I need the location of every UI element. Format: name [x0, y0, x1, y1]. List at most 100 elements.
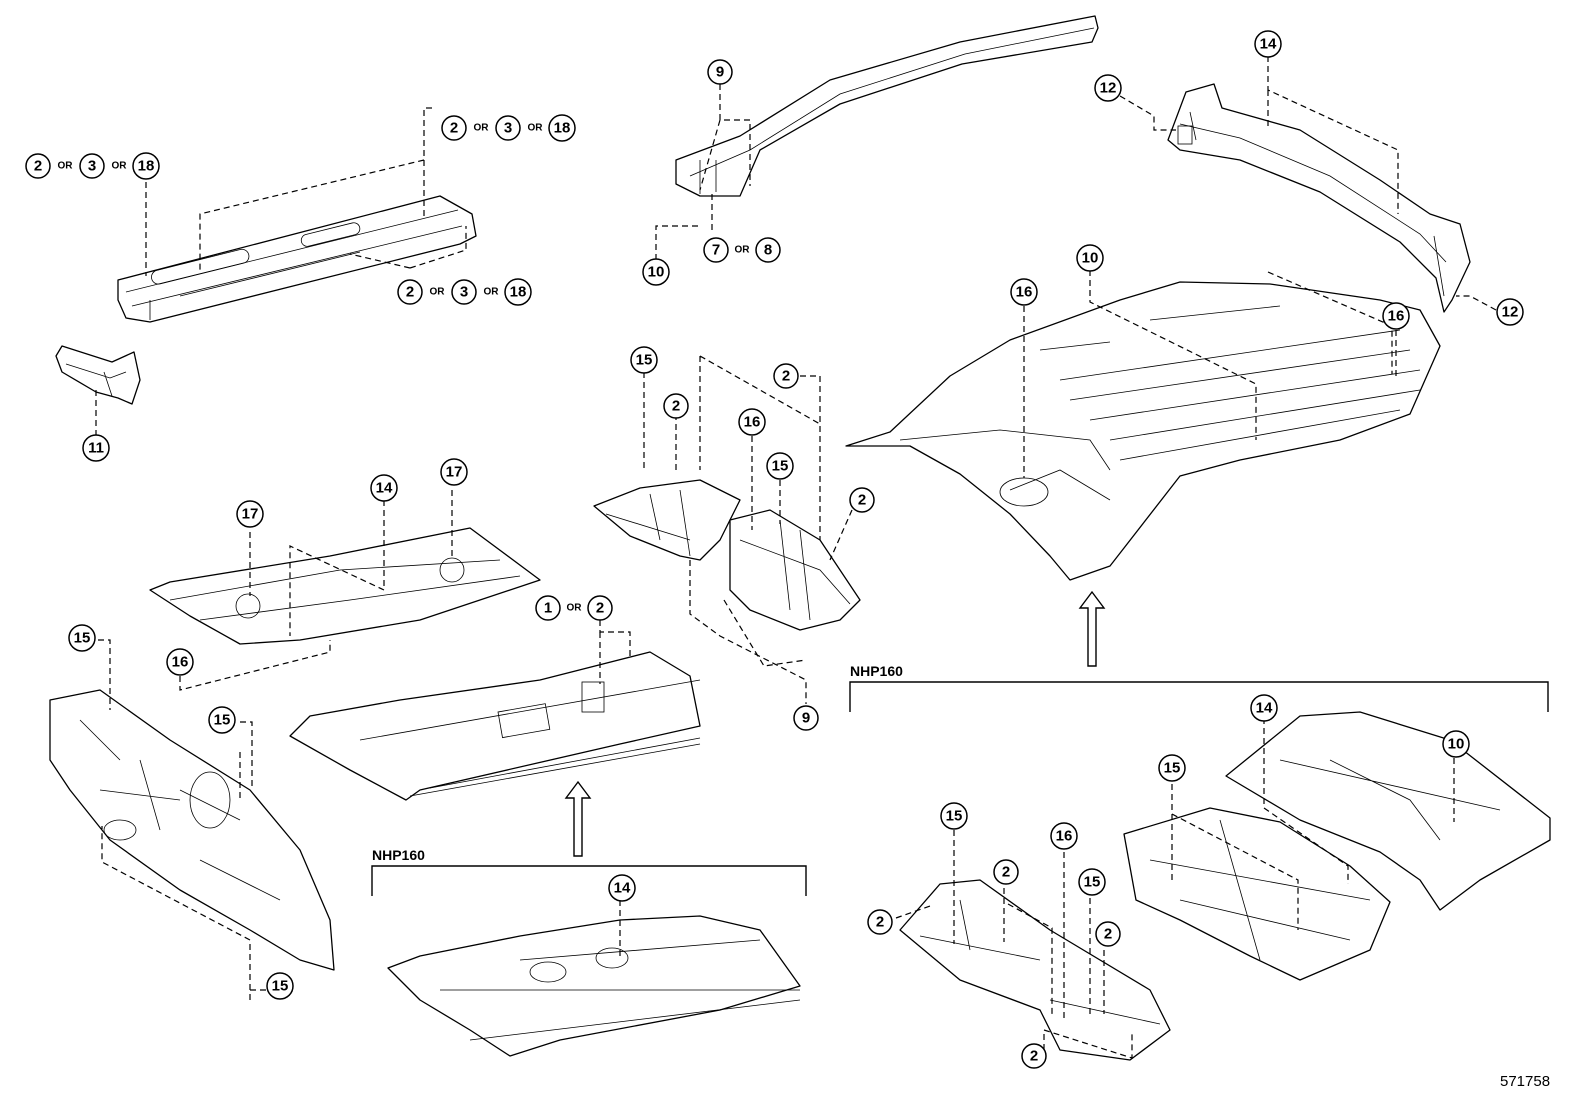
callout-15: 15	[1158, 754, 1186, 782]
svg-text:14: 14	[1260, 36, 1277, 53]
svg-text:3: 3	[504, 120, 512, 137]
up-arrow-icon	[1078, 590, 1106, 667]
callout-14: 14	[608, 874, 636, 902]
variant-label-rear: NHP160	[850, 663, 903, 679]
center-floor-panel	[149, 527, 541, 645]
svg-text:14: 14	[614, 880, 631, 897]
svg-text:16: 16	[1388, 308, 1405, 325]
svg-text:2: 2	[406, 284, 414, 301]
callout-2: 2	[849, 487, 875, 513]
svg-text:2: 2	[782, 368, 790, 385]
side-member-rail	[117, 195, 477, 323]
callout-16: 16	[1050, 822, 1078, 850]
svg-text:2: 2	[596, 600, 604, 617]
callout-15: 15	[68, 624, 96, 652]
callout-17: 17	[440, 458, 468, 486]
or-text: OR	[58, 161, 74, 172]
callout-2: 2	[1095, 921, 1121, 947]
floor-side-members	[593, 479, 861, 631]
svg-text:2: 2	[1104, 926, 1112, 943]
callout-15: 15	[766, 452, 794, 480]
svg-text:12: 12	[1502, 304, 1519, 321]
callout-2: 2	[1021, 1043, 1047, 1069]
leader-lines	[95, 56, 1497, 1059]
callout-2: 2	[441, 115, 467, 141]
variant-brackets	[371, 681, 1549, 896]
svg-text:16: 16	[1016, 284, 1033, 301]
svg-text:9: 9	[716, 64, 724, 81]
svg-text:16: 16	[1056, 828, 1073, 845]
up-arrow-icon	[564, 780, 592, 857]
or-text: OR	[112, 161, 128, 172]
callout-15: 15	[630, 346, 658, 374]
svg-text:15: 15	[214, 712, 231, 729]
svg-text:14: 14	[1256, 700, 1273, 717]
rear-floor-nhp160	[899, 711, 1551, 1061]
callout-10: 10	[642, 258, 670, 286]
floor-bracket	[55, 345, 141, 405]
callout-3: 3	[451, 279, 477, 305]
figure-id: 571758	[1500, 1073, 1550, 1090]
svg-text:3: 3	[88, 158, 96, 175]
front-floor-nhp160	[387, 915, 801, 1057]
or-text: OR	[528, 123, 544, 134]
or-text: OR	[430, 287, 446, 298]
callout-11: 11	[82, 434, 110, 462]
callout-16: 16	[166, 648, 194, 676]
or-text: OR	[474, 123, 490, 134]
callout-15: 15	[1078, 868, 1106, 896]
or-text: OR	[567, 603, 583, 614]
callout-8: 8	[755, 237, 781, 263]
rear-floor-crossmember	[1167, 83, 1471, 313]
svg-text:14: 14	[376, 480, 393, 497]
callout-18: 18	[548, 114, 576, 142]
callout-17: 17	[236, 500, 264, 528]
or-text: OR	[484, 287, 500, 298]
callout-3: 3	[79, 153, 105, 179]
svg-text:3: 3	[460, 284, 468, 301]
svg-text:15: 15	[272, 978, 289, 995]
callout-16: 16	[738, 408, 766, 436]
callout-15: 15	[208, 706, 236, 734]
svg-text:1: 1	[544, 600, 552, 617]
callout-18: 18	[132, 152, 160, 180]
svg-text:2: 2	[1030, 1048, 1038, 1065]
svg-text:2: 2	[1002, 864, 1010, 881]
svg-text:10: 10	[648, 264, 665, 281]
svg-text:16: 16	[744, 414, 761, 431]
callout-16: 16	[1382, 302, 1410, 330]
svg-text:2: 2	[34, 158, 42, 175]
svg-text:17: 17	[242, 506, 259, 523]
svg-text:7: 7	[712, 242, 720, 259]
svg-text:10: 10	[1448, 736, 1465, 753]
svg-text:15: 15	[1084, 874, 1101, 891]
dash-panel	[49, 689, 335, 971]
svg-text:9: 9	[802, 710, 810, 727]
rear-side-member	[675, 15, 1099, 197]
svg-text:18: 18	[510, 284, 527, 301]
svg-text:8: 8	[764, 242, 772, 259]
callout-2: 2	[663, 393, 689, 419]
callout-7: 7	[703, 237, 729, 263]
callout-3: 3	[495, 115, 521, 141]
callout-9: 9	[793, 705, 819, 731]
callout-15: 15	[940, 802, 968, 830]
callout-10: 10	[1442, 730, 1470, 758]
callout-16: 16	[1010, 278, 1038, 306]
callout-12: 12	[1094, 74, 1122, 102]
svg-text:15: 15	[636, 352, 653, 369]
callout-10: 10	[1076, 244, 1104, 272]
rear-floor-pan	[845, 281, 1441, 581]
svg-text:17: 17	[446, 464, 463, 481]
callout-14: 14	[370, 474, 398, 502]
svg-text:11: 11	[88, 440, 104, 457]
callout-2: 2	[773, 363, 799, 389]
svg-text:16: 16	[172, 654, 189, 671]
callout-14: 14	[1250, 694, 1278, 722]
svg-text:2: 2	[450, 120, 458, 137]
variant-label-front: NHP160	[372, 847, 425, 863]
svg-text:15: 15	[1164, 760, 1181, 777]
callout-2: 2	[993, 859, 1019, 885]
svg-text:2: 2	[858, 492, 866, 509]
